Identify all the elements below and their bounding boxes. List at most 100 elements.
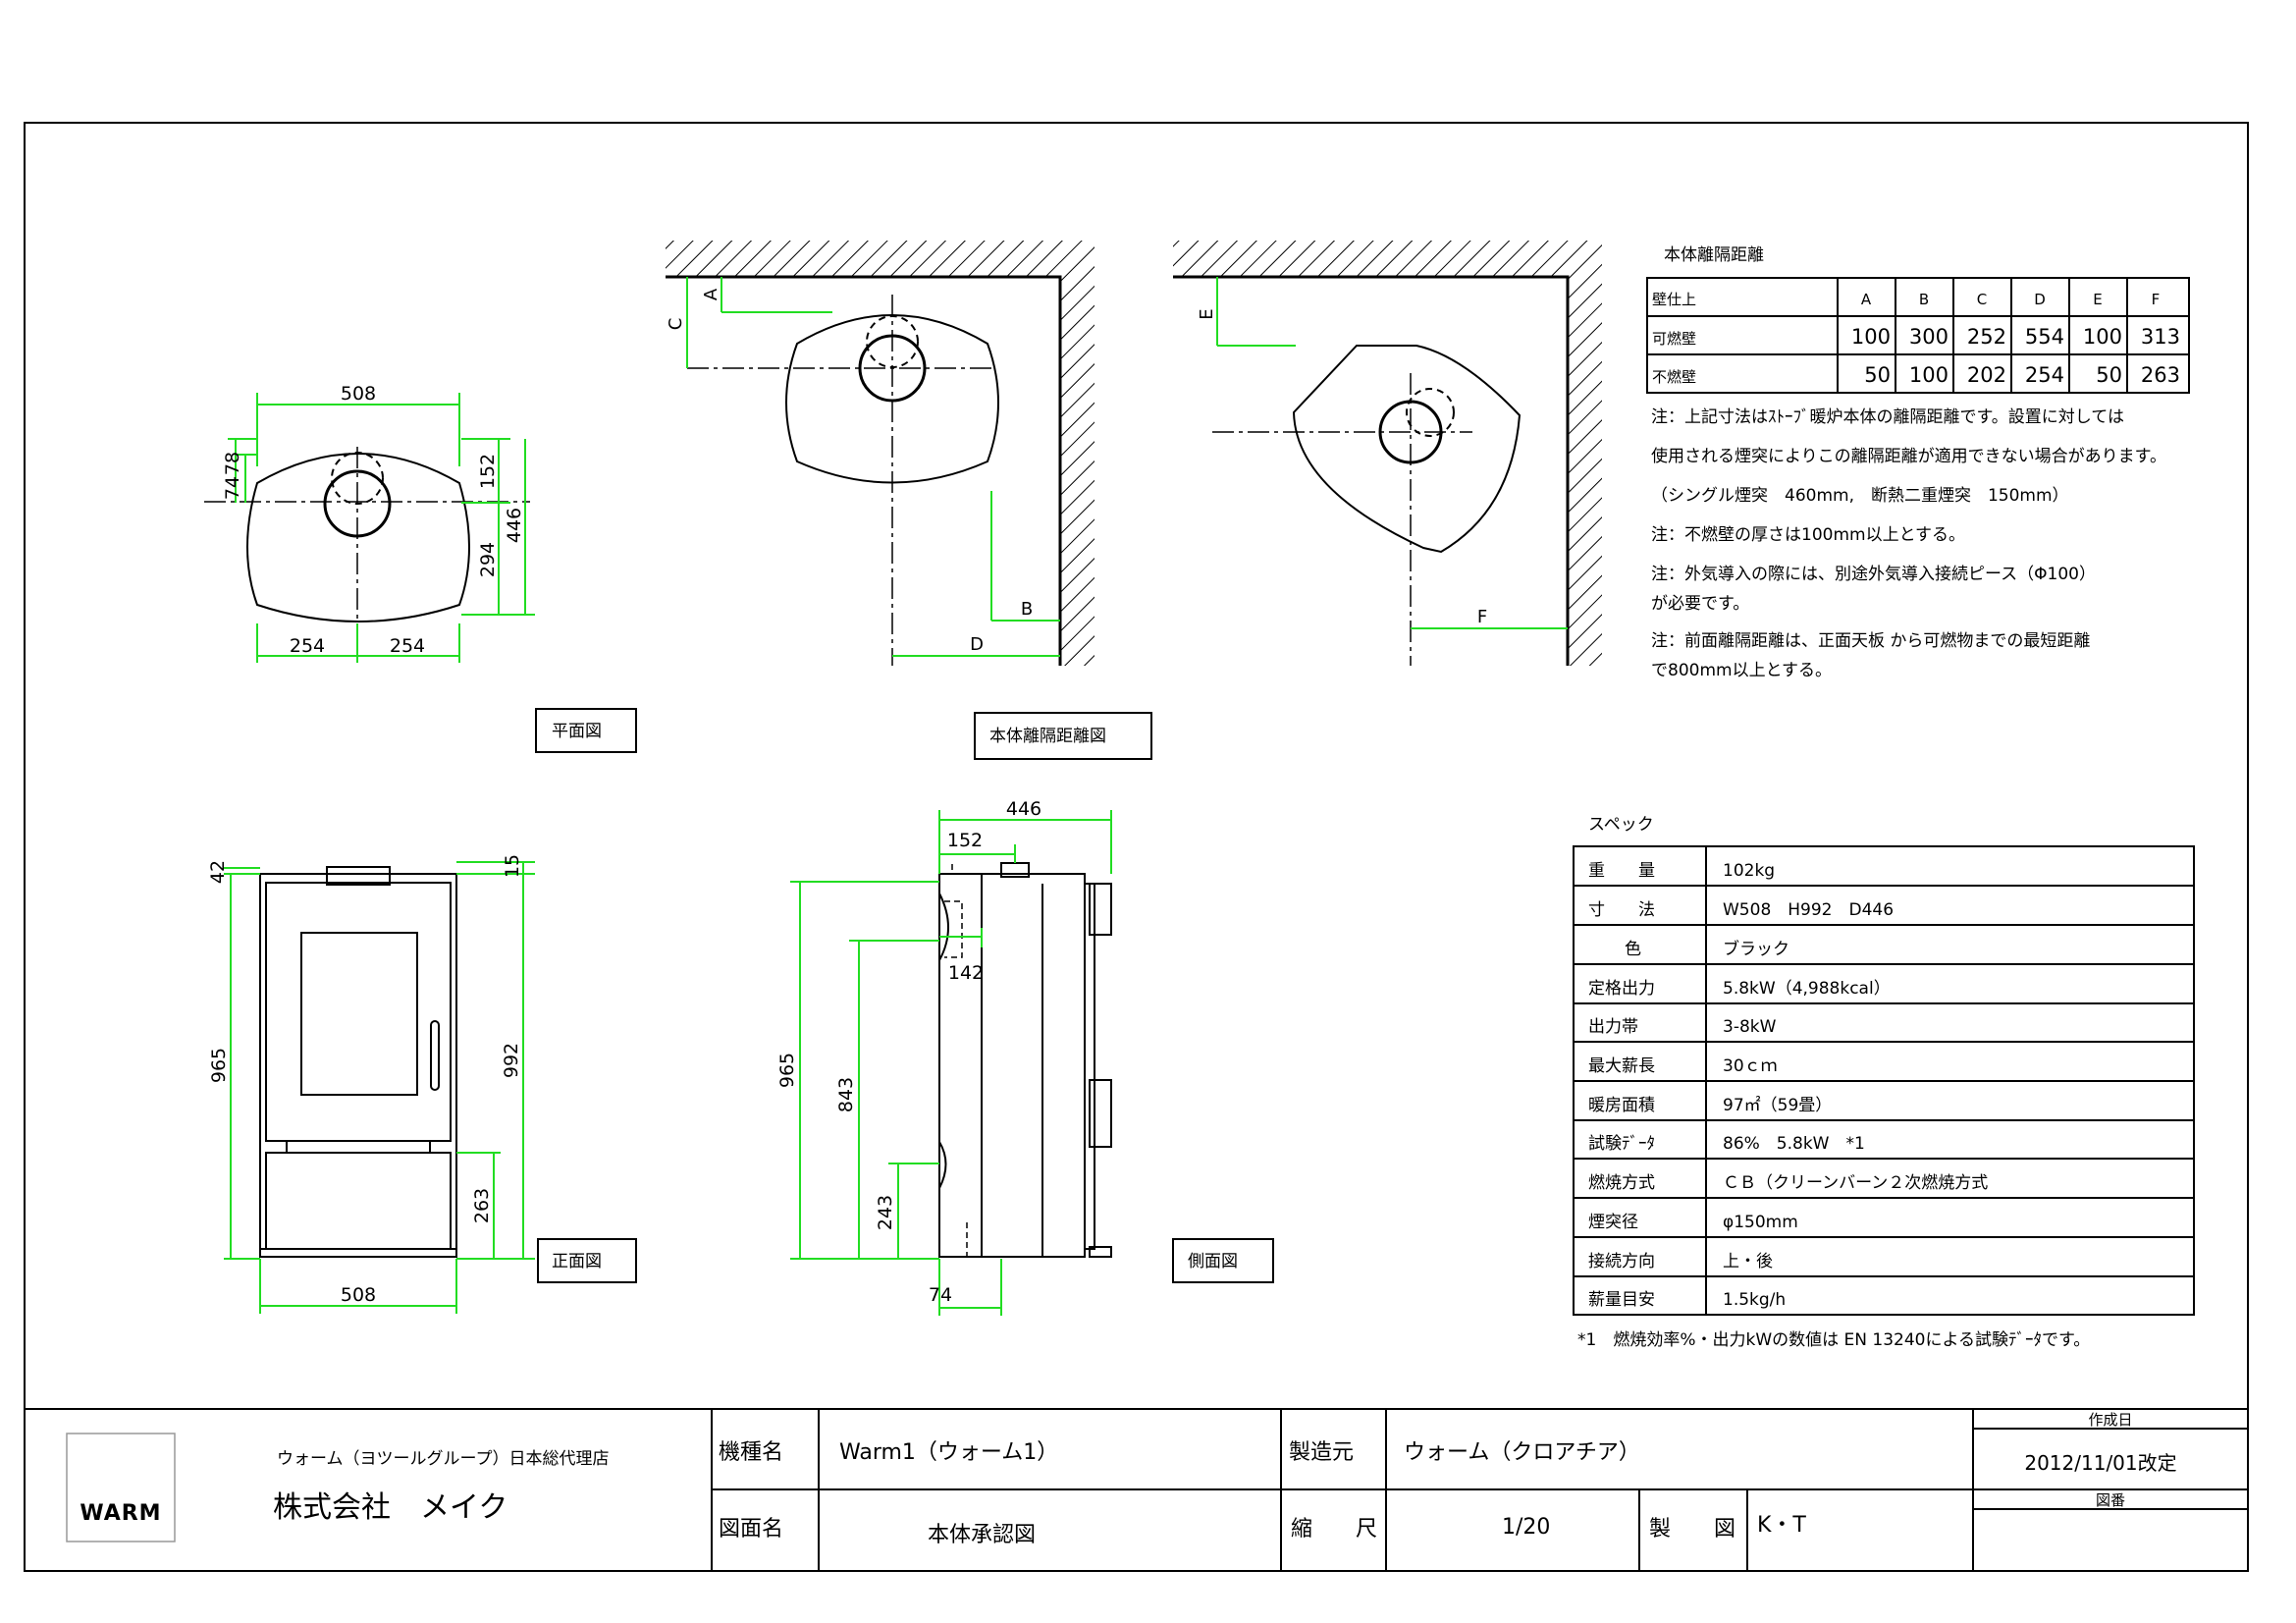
clearance-header-D: D (2034, 291, 2046, 308)
clearance-row-label: 不燃壁 (1652, 368, 1696, 386)
clearance-cell: 100 (1909, 363, 1949, 387)
clearance-header-E: E (2093, 291, 2102, 308)
spec-label: 最大薪長 (1588, 1056, 1655, 1076)
drawing-value: 本体承認図 (928, 1523, 1036, 1547)
plan-dim-152: 152 (477, 454, 499, 489)
front-dim-965: 965 (208, 1048, 230, 1083)
wall-face-1 (666, 275, 1062, 666)
front-body (259, 873, 457, 1258)
drawing-label: 図面名 (719, 1517, 783, 1542)
clearance-rear-flue-2 (1406, 388, 1455, 437)
spec-value: 30ｃｍ (1723, 1056, 1778, 1076)
clearance-stove-1 (785, 314, 999, 484)
title-block: WARM ウォーム（ヨツールグループ）日本総代理店 株式会社 メイク 機種名 W… (25, 1408, 2248, 1571)
notes: 注：上記寸法はｽﾄｰﾌﾞ暖炉本体の離隔距離です。設置に対しては 使用される煙突に… (1651, 407, 2166, 680)
side-dim-152: 152 (947, 830, 983, 851)
clearance-label-D: D (970, 634, 984, 655)
front-dim-992: 992 (501, 1043, 522, 1078)
front-dim-15: 15 (502, 854, 523, 878)
plan-dim-74: 74 (222, 476, 243, 500)
maker-label: 製造元 (1289, 1440, 1354, 1465)
side-dim-74: 74 (929, 1284, 952, 1306)
note-line: が必要です。 (1651, 594, 1749, 614)
spec-value: 86% 5.8kW *1 (1723, 1134, 1865, 1154)
wall-face-2 (1173, 275, 1570, 666)
clearance-cell: 100 (2083, 325, 2122, 349)
front-caption: 正面図 (552, 1252, 602, 1271)
plan-dim-half-right: 254 (390, 635, 425, 657)
clearance-header-F: F (2152, 291, 2161, 308)
clearance-diagram: A C B D E F 本体離隔距離図 (666, 241, 1602, 760)
spec-label: 薪量目安 (1588, 1290, 1655, 1310)
clearance-cell: 202 (1967, 363, 2006, 387)
created-value: 2012/11/01改定 (2024, 1451, 2176, 1475)
side-rear-bracket-bottom (1089, 1079, 1112, 1148)
clearance-row-label: 可燃壁 (1652, 330, 1696, 348)
spec-footnote: *1 燃焼効率%・出力kWの数値は EN 13240による試験ﾃﾞｰﾀです。 (1577, 1330, 2090, 1350)
side-dim-142: 142 (948, 962, 984, 984)
plan-view: 508 254 254 74 78 152 294 446 平面図 (204, 383, 637, 753)
plan-caption: 平面図 (552, 722, 602, 741)
side-rear-bracket-top (1089, 883, 1112, 936)
note-line: 注：外気導入の際には、別途外気導入接続ピース（Φ100） (1651, 565, 2096, 584)
clearance-label-A: A (701, 288, 721, 300)
side-door-handle (938, 893, 949, 961)
clearance-label-E: E (1197, 308, 1217, 319)
plan-dim-half-left: 254 (290, 635, 325, 657)
plan-dim-294: 294 (477, 542, 499, 577)
spec-value: ＣＢ（クリーンバーン２次燃焼方式 (1723, 1173, 1988, 1193)
clearance-cell: 263 (2141, 363, 2180, 387)
side-dim-965: 965 (776, 1053, 798, 1088)
clearance-cell: 313 (2141, 325, 2180, 349)
clearance-header-0: 壁仕上 (1652, 291, 1696, 308)
clearance-header-C: C (1977, 291, 1987, 308)
spec-table: スペック 重 量 102kg 寸 法 W508 H992 D446 色 ブラック… (1573, 815, 2195, 1350)
clearance-table: 本体離隔距離 壁仕上 A B C D E F 可燃壁 100 300 252 5… (1646, 245, 2190, 394)
front-view: 42 15 965 992 263 508 正面図 (207, 854, 637, 1314)
side-dim-843: 843 (835, 1077, 857, 1112)
side-dim-446: 446 (1006, 798, 1041, 820)
created-label: 作成日 (2088, 1411, 2132, 1429)
scale-value: 1/20 (1502, 1515, 1550, 1540)
spec-label: 試験ﾃﾞｰﾀ (1588, 1134, 1655, 1154)
spec-value: W508 H992 D446 (1723, 900, 1894, 920)
spec-value: 1.5kg/h (1723, 1290, 1786, 1310)
number-label: 図番 (2096, 1491, 2125, 1509)
spec-value: 102kg (1723, 861, 1775, 881)
clearance-header-B: B (1919, 291, 1929, 308)
side-dim-243: 243 (875, 1195, 896, 1230)
note-line: 注：上記寸法はｽﾄｰﾌﾞ暖炉本体の離隔距離です。設置に対しては (1651, 407, 2124, 427)
side-rear-panel (1084, 883, 1095, 1250)
note-line: で800mm以上とする。 (1651, 661, 1832, 680)
spec-value: 上・後 (1723, 1252, 1773, 1271)
clearance-label-C: C (666, 318, 686, 331)
spec-label: 定格出力 (1588, 979, 1655, 999)
spec-label: 寸 法 (1588, 900, 1655, 920)
clearance-cell: 50 (1864, 363, 1891, 387)
sheet-border (24, 122, 2249, 1572)
clearance-cell: 300 (1909, 325, 1949, 349)
spec-label: 重 量 (1588, 861, 1655, 881)
warm-logo-box (66, 1433, 176, 1542)
plan-caption-box (535, 708, 637, 753)
model-value: Warm1（ウォーム1） (839, 1440, 1058, 1465)
clearance-table-title: 本体離隔距離 (1664, 245, 1764, 265)
spec-label: 暖房面積 (1588, 1096, 1655, 1115)
note-line: 注：前面離隔距離は、正面天板 から可燃物までの最短距離 (1651, 631, 2090, 651)
clearance-label-B: B (1021, 599, 1033, 620)
spec-label: 出力帯 (1588, 1017, 1638, 1037)
drafter-value: K・T (1757, 1513, 1806, 1538)
front-dim-42: 42 (207, 860, 229, 884)
spec-value: 3-8kW (1723, 1017, 1777, 1037)
front-ash-lip (286, 1140, 431, 1154)
drafter-label: 製 図 (1649, 1517, 1735, 1542)
front-glass-window (300, 932, 418, 1096)
spec-value: 97㎡（59畳） (1723, 1096, 1832, 1115)
front-log-store (265, 1152, 452, 1250)
front-dim-508: 508 (341, 1284, 376, 1306)
clearance-caption: 本体離隔距離図 (989, 727, 1106, 746)
maker-value: ウォーム（クロアチア） (1404, 1440, 1640, 1465)
clearance-cell: 100 (1851, 325, 1891, 349)
spec-label: 煙突径 (1588, 1213, 1638, 1232)
